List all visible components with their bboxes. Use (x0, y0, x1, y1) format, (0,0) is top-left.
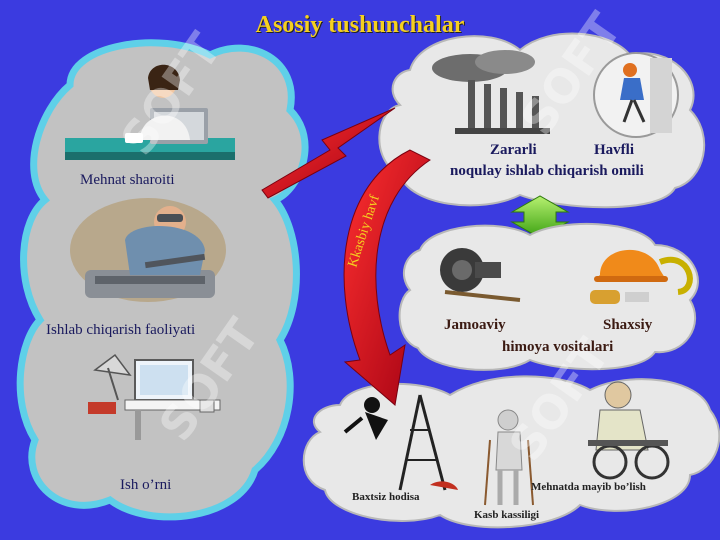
page-title: Asosiy tushunchalar (255, 12, 465, 38)
label-production-activity: Ishlab chiqarish faoliyati (46, 322, 196, 338)
injured-worker-illustration (484, 409, 534, 506)
workplace-illustration (88, 353, 221, 440)
label-protective-means: himoya vositalari (502, 339, 614, 355)
fan-illustration (440, 248, 521, 302)
lightning-bolt-icon (261, 107, 396, 199)
label-accident: Baxtsiz hodisa (352, 491, 420, 503)
office-worker-illustration (65, 64, 235, 160)
falling-worker-illustration (343, 394, 458, 491)
label-unfavorable-factor: noqulay ishlab chiqarish omili (450, 163, 644, 179)
climber-illustration (593, 52, 679, 138)
label-dangerous: Havfli (594, 142, 634, 158)
label-working-conditions: Mehnat sharoiti (80, 172, 175, 188)
label-individual: Shaxsiy (603, 317, 653, 333)
label-harmful: Zararli (490, 142, 537, 158)
wheelchair-worker-illustration (588, 381, 670, 480)
factory-smoke-illustration (432, 50, 550, 134)
risk-arrow (343, 149, 431, 406)
label-collective: Jamoaviy (444, 317, 506, 333)
mechanic-illustration (70, 198, 226, 302)
label-workplace: Ish o’rni (120, 477, 172, 493)
safety-gear-illustration (590, 249, 693, 304)
label-disability: Mehnatda mayib bo’lish (531, 481, 646, 493)
label-occupational-disease: Kasb kassiligi (474, 509, 540, 521)
